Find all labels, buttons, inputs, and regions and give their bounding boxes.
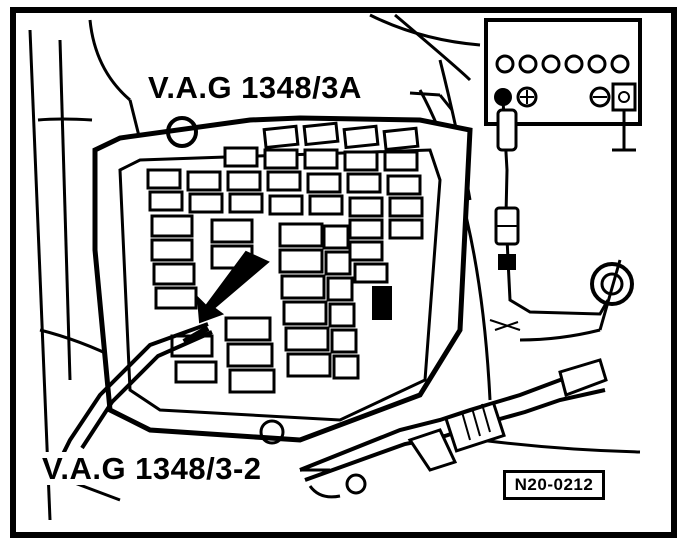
test-adapter-plug <box>299 358 608 499</box>
tool-label-top: V.A.G 1348/3A <box>144 71 366 104</box>
test-probe-cable <box>53 322 213 471</box>
relay-dark <box>372 286 392 320</box>
test-lead <box>489 99 610 331</box>
tester-device <box>484 18 642 126</box>
figure-id-box: N20-0212 <box>503 470 605 500</box>
tool-label-bottom: V.A.G 1348/3-2 <box>38 452 266 485</box>
fuse-rows <box>146 121 424 394</box>
clip-ring <box>590 262 634 306</box>
pointer-arrow <box>196 250 270 324</box>
ground-wire <box>612 110 636 152</box>
label-leaders <box>300 91 454 472</box>
